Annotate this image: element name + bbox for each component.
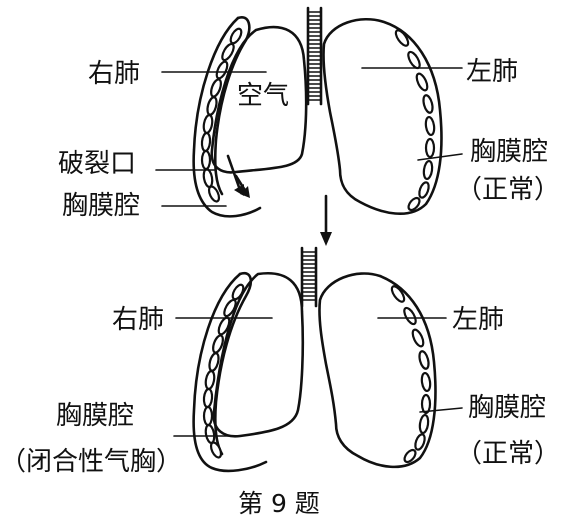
collapsed-right-lung — [210, 25, 308, 174]
pleura-nodule — [418, 181, 430, 199]
pleura-nodule — [422, 159, 434, 181]
label-closed-pneumothorax: （闭合性气胸） — [0, 447, 182, 477]
pleura-nodule — [420, 393, 432, 415]
pleura-nodule — [403, 306, 417, 326]
pleura-nodule — [414, 433, 426, 451]
pleura-nodule — [204, 370, 216, 390]
label-normal-top: （正常） — [456, 175, 560, 205]
pleura-nodule — [418, 413, 430, 435]
pleura-nodule — [209, 441, 223, 459]
pleura-nodule — [200, 131, 212, 153]
label-left-lung-bottom: 左肺 — [452, 305, 504, 335]
label-right-lung-bottom: 右肺 — [112, 305, 164, 335]
pleura-nodules-left-top — [394, 29, 436, 212]
pleura-nodule — [420, 371, 432, 393]
pleura-nodule — [200, 149, 212, 171]
label-rupture: 破裂口 — [58, 149, 136, 179]
pleura-nodule — [207, 185, 221, 203]
pleura-nodule — [208, 352, 220, 372]
pleura-nodule — [223, 298, 237, 318]
rupture-arrow — [226, 154, 250, 198]
label-pleural-left-bottom: 胸膜腔 — [468, 393, 546, 423]
pleura-nodule — [424, 137, 436, 159]
bottom-diagram: 右肺 左肺 胸膜腔 （闭合性气胸） 胸膜腔 （正常） — [0, 246, 560, 477]
pleura-nodule — [407, 50, 421, 70]
figure-caption: 第 9 题 — [238, 489, 320, 518]
label-pleural-right-top: 胸膜腔 — [62, 191, 140, 221]
pleura-nodule — [202, 387, 214, 409]
right-chest-wall-bottom — [192, 271, 268, 473]
leader-pleural-left-top — [417, 153, 463, 161]
pleura-nodule — [422, 94, 434, 114]
pleura-nodule — [202, 405, 214, 427]
pleura-nodule — [229, 27, 243, 45]
label-left-lung-top: 左肺 — [466, 57, 518, 87]
pleura-nodule — [411, 328, 425, 348]
top-diagram: 右肺 空气 破裂口 胸膜腔 左肺 胸膜腔 （正常） — [58, 6, 560, 221]
label-pleural-left-top: 胸膜腔 — [470, 137, 548, 167]
pleura-nodule — [415, 72, 429, 92]
label-normal-bottom: （正常） — [456, 439, 560, 469]
pleura-nodule — [204, 424, 216, 444]
pleura-nodule — [407, 196, 421, 212]
down-arrow — [320, 194, 332, 246]
pleura-nodule — [394, 29, 410, 47]
trachea-rings-top — [307, 11, 322, 101]
pleura-nodule — [221, 42, 235, 62]
label-right-lung-top: 右肺 — [88, 59, 140, 89]
pleura-nodule — [202, 114, 214, 134]
left-lung-bottom — [318, 272, 437, 469]
label-pleural-right-bottom: 胸膜腔 — [56, 401, 134, 431]
pleura-nodule — [390, 285, 406, 303]
trachea-rings-bottom — [301, 251, 317, 301]
pleura-nodule — [418, 350, 430, 370]
trachea-top — [306, 6, 323, 106]
left-lung-top — [322, 17, 443, 215]
pleura-nodule — [202, 168, 214, 188]
trachea-bottom — [300, 246, 318, 308]
pleura-nodule — [424, 115, 436, 137]
right-chest-wall-top — [192, 16, 262, 218]
pleura-nodules-right-bottom — [202, 283, 245, 459]
pleura-nodules-right-top — [200, 27, 243, 203]
collapsed-right-lung-bottom — [212, 271, 305, 438]
leader-pleural-left-bottom — [419, 407, 463, 413]
label-air: 空气 — [237, 81, 289, 111]
pleura-nodules-left-bottom — [390, 285, 432, 464]
pleura-nodule — [403, 448, 417, 464]
